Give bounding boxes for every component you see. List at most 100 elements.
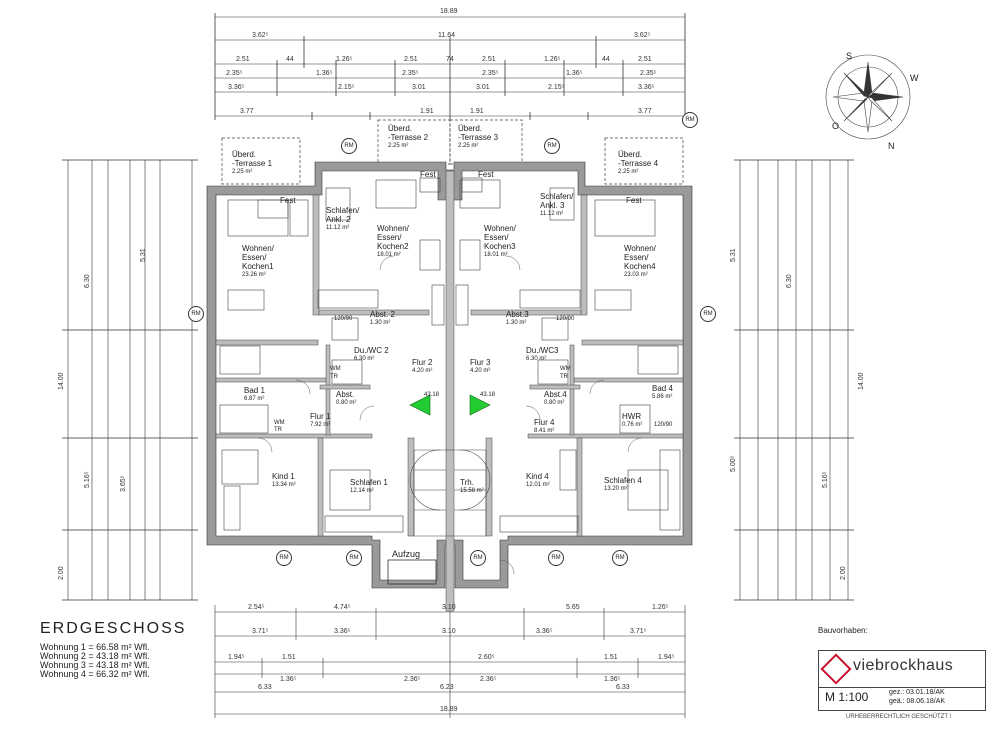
room-area: 18.01 m² xyxy=(484,252,508,258)
shower-tray-label: 120/90 xyxy=(334,316,353,322)
top-dim-r2: 1.26⁵ xyxy=(336,56,353,63)
room-area: 12.01 m² xyxy=(526,482,550,488)
room-name: Flur 3 xyxy=(470,358,491,367)
room-area: 13.34 m² xyxy=(272,482,296,488)
area-wohnung-3: Wohnung 3 = 43.18 m² Wfl. xyxy=(40,660,150,670)
room-area: 23.26 m² xyxy=(242,272,266,278)
room-name: Abst. 2 xyxy=(370,310,395,319)
drawing-dates: gez.: 03.01.18/AK geä.: 08.06.18/AK xyxy=(889,688,945,706)
area-wohnung-1: Wohnung 1 = 66.58 m² Wfl. xyxy=(40,642,150,652)
top-dim-r4: 2.15⁵ xyxy=(548,84,565,91)
room-abst1: Abst.0.80 m² xyxy=(336,390,356,408)
copyright-note: URHEBERRECHTLICH GESCHÜTZT ! xyxy=(846,714,952,720)
smoke-detector-icon: RM xyxy=(341,138,357,154)
scale-label: M 1:100 xyxy=(825,690,869,704)
top-dim-r2: 1.26⁵ xyxy=(544,56,561,63)
room-name: Du./WC3 xyxy=(526,346,559,355)
bottom-dim-r2: 3.10 xyxy=(442,628,456,635)
scale-box: M 1:100 gez.: 03.01.18/AK geä.: 08.06.18… xyxy=(818,686,986,711)
changed-date: geä.: 08.06.18/AK xyxy=(889,698,946,705)
room-name: Überd. -Terrasse 3 xyxy=(458,124,499,142)
bottom-dim-r1: 2.54⁵ xyxy=(248,604,265,611)
side-dim-left: 5.31 xyxy=(140,248,147,262)
top-dim-r4: 3.01 xyxy=(412,84,426,91)
top-dim-r4: 3.01 xyxy=(476,84,490,91)
furniture xyxy=(219,177,681,533)
side-dim-right: 5.31 xyxy=(730,248,737,262)
page-title: ERDGESCHOSS xyxy=(40,620,187,637)
room-name: HWR xyxy=(622,412,642,421)
room-name: Wohnen/ Essen/ Kochen1 xyxy=(242,244,274,271)
room-aufzug: Aufzug xyxy=(392,550,420,559)
side-dim-left: 6.30 xyxy=(84,274,91,288)
top-dim-r2: 74 xyxy=(446,56,454,63)
bottom-dim-r1: 4.74⁵ xyxy=(334,604,351,611)
room-name: Schlafen 1 xyxy=(350,478,388,487)
dryer-label: TR xyxy=(330,374,338,380)
compass-o-label: O xyxy=(832,121,840,131)
bottom-dim-r5: 6.33 xyxy=(258,684,272,691)
fixed-window-label: Fest xyxy=(420,170,436,179)
room-area: 6.87 m² xyxy=(244,396,265,402)
smoke-detector-icon: RM xyxy=(346,550,362,566)
room-name: Trh. xyxy=(460,478,474,487)
room-area: 2.25 m² xyxy=(618,169,639,175)
smoke-detector-icon: RM xyxy=(682,112,698,128)
stair-width-label: 43.18 xyxy=(424,392,440,398)
bottom-dim-r3: 2.60⁵ xyxy=(478,654,495,661)
bottom-dim-r2: 3.71⁵ xyxy=(252,628,269,635)
room-area: 6.30 m² xyxy=(354,356,375,362)
shower-tray-label: 120/90 xyxy=(654,422,673,428)
side-dim-left: 3.65⁵ xyxy=(120,475,127,492)
room-area: 1.30 m² xyxy=(370,320,391,326)
room-name: Überd. -Terrasse 4 xyxy=(618,150,659,168)
room-name: Schlafen/ Ankl. 3 xyxy=(540,192,574,210)
room-trh: Trh.15.58 m² xyxy=(460,478,484,496)
room-name: Überd. -Terrasse 2 xyxy=(388,124,429,142)
room-area: 11.12 m² xyxy=(326,225,350,231)
room-name: Wohnen/ Essen/ Kochen3 xyxy=(484,224,516,251)
bottom-dim-r3: 1.94⁵ xyxy=(658,654,675,661)
compass-s-label: S xyxy=(846,51,853,61)
door-swings xyxy=(257,255,643,575)
side-dim-right: 6.30 xyxy=(786,274,793,288)
fixed-window-label: Fest xyxy=(280,196,296,205)
room-area: 12.14 m² xyxy=(350,488,374,494)
room-area: 5.86 m² xyxy=(652,394,673,400)
bottom-dimension-lines xyxy=(214,605,686,718)
top-dim-r3: 1.36⁵ xyxy=(316,70,333,77)
brand-logo: viebrockhaus xyxy=(818,650,986,688)
smoke-detector-icon: RM xyxy=(548,550,564,566)
smoke-detector-icon: RM xyxy=(544,138,560,154)
side-dim-right: 5.16⁵ xyxy=(822,471,829,488)
area-wohnung-4: Wohnung 4 = 66.32 m² Wfl. xyxy=(40,669,150,679)
stair-width-label: 43.18 xyxy=(480,392,496,398)
bottom-dim-r2: 3.71⁵ xyxy=(630,628,647,635)
top-dimension-lines xyxy=(214,13,686,120)
bottom-dim-r2: 3.36⁵ xyxy=(334,628,351,635)
room-area: 23.03 m² xyxy=(624,272,648,278)
top-dim-r3: 2.35⁵ xyxy=(226,70,243,77)
shower-tray-label: 120/90 xyxy=(556,316,575,322)
room-area: 4.20 m² xyxy=(412,368,433,374)
top-dim-r5: 3.77 xyxy=(240,108,254,115)
top-dim-r1: 11.64 xyxy=(438,32,455,39)
room-name: Abst.3 xyxy=(506,310,529,319)
top-dim-r1: 3.62⁵ xyxy=(634,32,651,39)
bottom-dim-total: 18.89 xyxy=(440,706,458,713)
entrance-arrows xyxy=(409,394,491,416)
